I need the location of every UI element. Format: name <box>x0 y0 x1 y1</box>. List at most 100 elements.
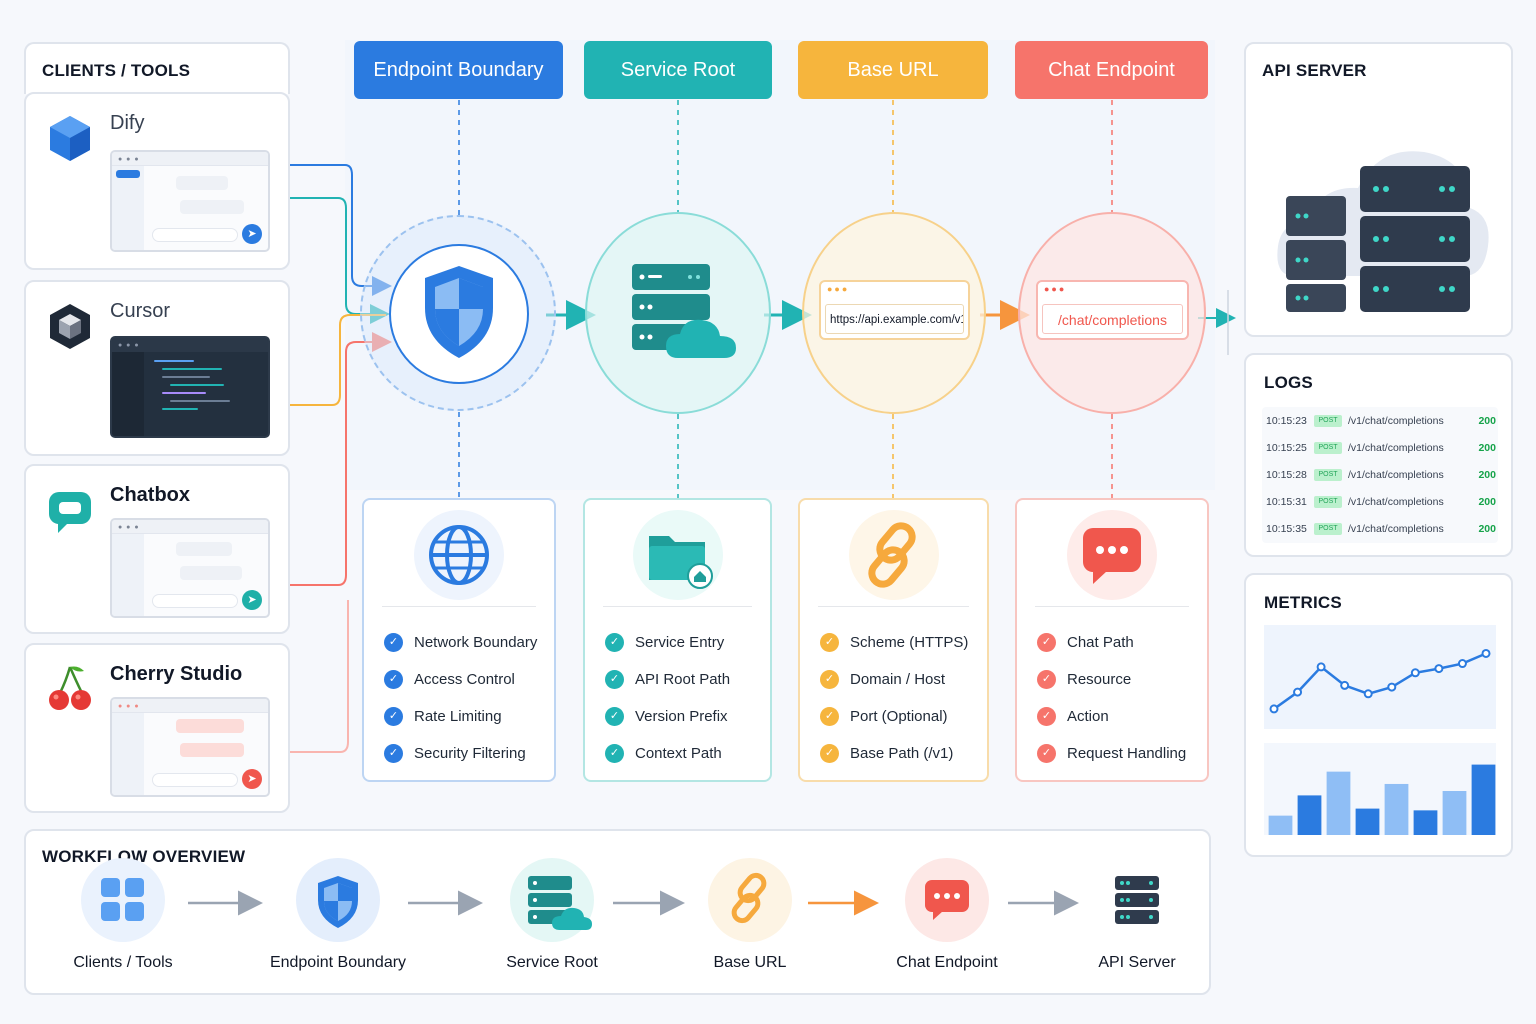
feature-item: ✓Request Handling <box>1037 735 1186 772</box>
metrics-bar <box>1413 810 1438 835</box>
metrics-bar <box>1442 791 1467 835</box>
cherry-logo-icon <box>49 666 91 710</box>
api-server-title: API SERVER <box>1262 61 1367 80</box>
workflow-label: Endpoint Boundary <box>269 954 407 971</box>
workflow-label: Service Root <box>506 954 598 971</box>
workflow-step-api-server: API Server <box>1047 858 1227 971</box>
feature-item: ✓Scheme (HTTPS) <box>820 624 968 661</box>
window-dots: ●●● <box>827 284 850 294</box>
feature-item: ✓Rate Limiting <box>384 698 537 735</box>
feature-item: ✓Security Filtering <box>384 735 537 772</box>
workflow-step-service-root: Service Root <box>462 858 642 971</box>
metrics-line-point <box>1340 680 1350 690</box>
clients-title: CLIENTS / TOOLS <box>42 61 191 80</box>
feature-item: ✓Port (Optional) <box>820 698 968 735</box>
globe-icon-wrap <box>414 510 504 600</box>
metrics-line-point <box>1316 662 1326 672</box>
base-url-window: ●●● https://api.example.com/v1 <box>819 280 970 340</box>
chat-endpoint-field: /chat/completions <box>1042 304 1183 334</box>
chat-endpoint-window: ●●● /chat/completions <box>1036 280 1189 340</box>
feature-item: ✓API Root Path <box>605 661 730 698</box>
endpoint-boundary-features: ✓Network Boundary ✓Access Control ✓Rate … <box>362 498 556 782</box>
logs-list <box>1262 407 1498 543</box>
metrics-line-chart <box>1264 625 1496 729</box>
server-rack-icon <box>1277 151 1489 312</box>
metrics-line-point <box>1410 668 1420 678</box>
metrics-line-point <box>1481 648 1491 658</box>
client-name-chatbox: Chatbox <box>110 484 190 506</box>
link-icon <box>867 522 916 588</box>
client-name-cursor: Cursor <box>110 300 171 322</box>
metrics-bar <box>1384 783 1409 835</box>
check-icon: ✓ <box>605 670 624 689</box>
client-card-chatbox[interactable]: Chatbox ● ● ● ➤ <box>24 464 290 634</box>
base-url-field: https://api.example.com/v1 <box>825 304 964 334</box>
clients-panel: CLIENTS / TOOLS <box>24 42 290 94</box>
grid-icon <box>101 878 144 921</box>
workflow-panel: WORKFLOW OVERVIEW <box>24 829 1211 995</box>
client-card-cursor[interactable]: Cursor ● ● ● <box>24 280 290 456</box>
feature-item: ✓Context Path <box>605 735 730 772</box>
client-name-dify: Dify <box>110 112 145 134</box>
header-chat-endpoint: Chat Endpoint <box>1015 41 1208 99</box>
dify-preview: ● ● ● ➤ <box>110 150 270 252</box>
workflow-step-chat-endpoint: Chat Endpoint <box>857 858 1037 971</box>
check-icon: ✓ <box>1037 670 1056 689</box>
check-icon: ✓ <box>605 744 624 763</box>
header-endpoint-boundary: Endpoint Boundary <box>354 41 563 99</box>
chatbox-preview: ● ● ● ➤ <box>110 518 270 618</box>
workflow-step-endpoint-boundary: Endpoint Boundary <box>248 858 428 971</box>
feature-item: ✓Resource <box>1037 661 1186 698</box>
feature-item: ✓Service Entry <box>605 624 730 661</box>
workflow-label: Clients / Tools <box>73 954 173 971</box>
shield-icon <box>318 876 358 928</box>
metrics-bar-chart <box>1264 743 1496 835</box>
check-icon: ✓ <box>820 633 839 652</box>
feature-item: ✓Base Path (/v1) <box>820 735 968 772</box>
workflow-title: WORKFLOW OVERVIEW <box>42 847 246 866</box>
chat-bubble-icon <box>925 880 969 920</box>
check-icon: ✓ <box>384 670 403 689</box>
chat-bubble-icon <box>1083 528 1141 584</box>
server-rack-icon <box>1115 876 1159 924</box>
logs-title: LOGS <box>1264 373 1313 392</box>
send-icon: ➤ <box>242 224 262 244</box>
feature-item: ✓Version Prefix <box>605 698 730 735</box>
send-icon: ➤ <box>242 769 262 789</box>
cursor-preview: ● ● ● <box>110 336 270 438</box>
workflow-label: API Server <box>1098 954 1176 971</box>
metrics-line-point <box>1269 704 1279 714</box>
workflow-label: Base URL <box>713 954 787 971</box>
cursor-logo-icon <box>50 304 90 349</box>
shield-icon <box>425 266 493 358</box>
base-url-features: ✓Scheme (HTTPS) ✓Domain / Host ✓Port (Op… <box>798 498 989 782</box>
server-cloud-icon <box>632 264 736 358</box>
metrics-bar <box>1268 815 1293 835</box>
client-card-cherry-studio[interactable]: Cherry Studio ● ● ● ➤ <box>24 643 290 813</box>
header-base-url: Base URL <box>798 41 988 99</box>
link-icon-wrap <box>848 510 939 600</box>
feature-item: ✓Network Boundary <box>384 624 537 661</box>
workflow-step-clients: Clients / Tools <box>33 858 213 971</box>
check-icon: ✓ <box>1037 744 1056 763</box>
feature-item: ✓Action <box>1037 698 1186 735</box>
link-icon <box>731 872 767 924</box>
feature-item: ✓Chat Path <box>1037 624 1186 661</box>
metrics-panel: METRICS <box>1244 573 1513 857</box>
check-icon: ✓ <box>820 670 839 689</box>
line-chart-background <box>1264 625 1496 729</box>
chatbox-logo-icon <box>49 492 91 533</box>
metrics-line-point <box>1434 664 1444 674</box>
check-icon: ✓ <box>820 707 839 726</box>
feature-item: ✓Domain / Host <box>820 661 968 698</box>
metrics-line-point <box>1387 682 1397 692</box>
workflow-step-base-url: Base URL <box>660 858 840 971</box>
metrics-line-point <box>1457 659 1467 669</box>
workflow-label: Chat Endpoint <box>896 954 998 971</box>
client-card-dify[interactable]: Dify ● ● ● ➤ <box>24 92 290 270</box>
client-name-cherry-studio: Cherry Studio <box>110 663 243 685</box>
